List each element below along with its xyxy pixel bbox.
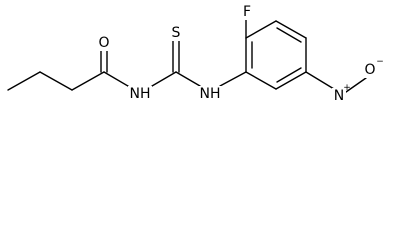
- ring-bond-5: [275, 71, 307, 90]
- nh-left-label: NH: [130, 86, 151, 102]
- bond-c2-c3: [39, 71, 73, 91]
- oxygen-label: O: [98, 35, 109, 51]
- molecule-diagram: O S F NH NH N + O −: [7, 4, 384, 104]
- bond-c1-c2: [7, 71, 41, 91]
- bond-carbonyl-nh: [103, 71, 129, 87]
- ring-bond-5-inner: [276, 67, 302, 83]
- bond-nh-thiocarbon: [151, 71, 177, 87]
- structure-svg: O S F NH NH N + O −: [7, 4, 384, 104]
- ring-bond-3: [275, 20, 307, 39]
- fluorine-label: F: [243, 4, 251, 20]
- bond-thiocarbon-nh2: [175, 71, 201, 87]
- bond-nitro-o: [345, 77, 367, 93]
- nitro-oxygen-label: O: [364, 62, 375, 78]
- nh-right-label: NH: [200, 86, 221, 102]
- bond-nh2-ring: [219, 71, 247, 87]
- bond-ring-nitro: [305, 71, 335, 90]
- nitro-nitrogen-charge: +: [343, 83, 351, 93]
- ring-bond-2: [245, 20, 277, 39]
- sulfur-label: S: [172, 25, 181, 41]
- ring-bond-6: [245, 71, 277, 90]
- bond-c3-carbonyl: [71, 71, 105, 91]
- ring-bond-3-inner: [276, 27, 302, 43]
- nitro-oxygen-charge: −: [376, 57, 384, 67]
- nitro-nitrogen-label: N: [334, 88, 344, 104]
